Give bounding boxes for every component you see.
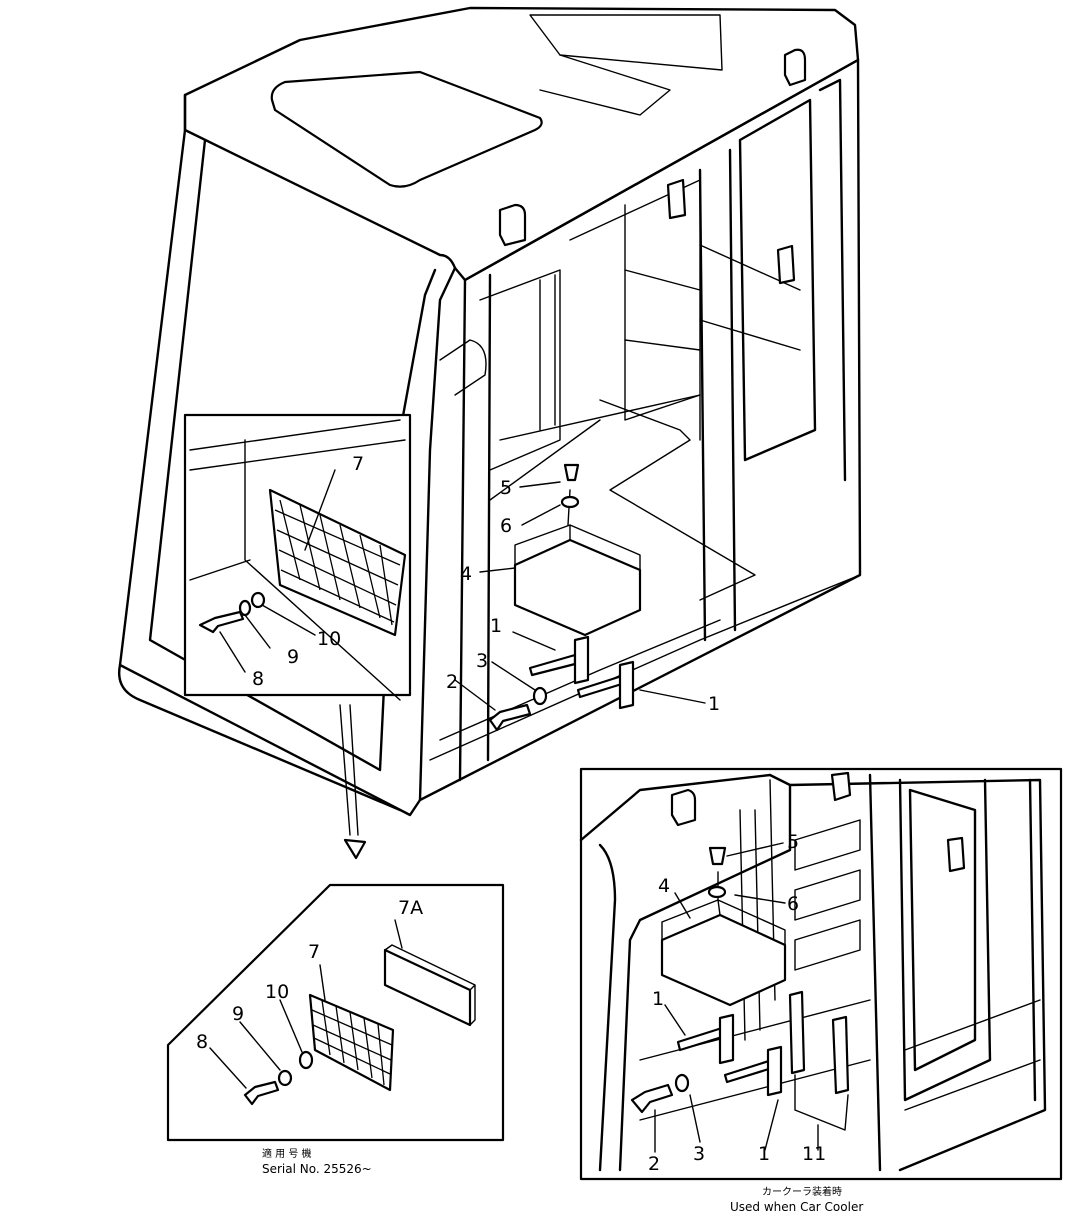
callout-label: 5 [500,477,512,499]
washer-icon [277,1069,293,1087]
detail-net-serial: 7A 7 10 9 8 [166,883,505,1142]
main-callouts: 7 8 9 10 5 6 4 1 3 2 1 [252,453,720,715]
detail-car-cooler: 5 4 6 1 2 3 1 11 [579,767,1063,1181]
callout-label: 1 [758,1143,770,1165]
callout-label: 7 [308,941,320,963]
callout-label: 1 [652,988,664,1010]
bolt-icon [488,703,532,732]
storage-net [268,488,407,637]
bolt-icon [198,610,245,634]
callout-label: 6 [500,515,512,537]
roof-hook [783,48,807,87]
serial-caption-jp: 適 用 号 機 [262,1147,312,1160]
serial-caption-en: Serial No. 25526~ [262,1162,372,1176]
callout-label: 1 [490,615,502,637]
roof-hook [498,203,527,247]
washer-icon [560,495,580,509]
callout-label: 10 [317,628,341,650]
sunroof-panel [270,70,543,188]
detail-inset-net-wall [183,413,412,701]
callout-label: 5 [787,831,799,853]
callout-label: 7 [352,453,364,475]
bolt-icon [630,1083,674,1114]
callout-label: 7A [398,897,423,919]
callout-label: 6 [787,893,799,915]
callout-label: 9 [287,646,299,668]
arrow-down-icon [339,704,367,860]
callout-label: 3 [476,650,488,672]
screw-icon [708,846,727,866]
washer-icon [250,591,266,609]
washer-icon [532,686,548,706]
washer-icon [707,885,727,899]
washer-icon [238,599,252,617]
cooler-caption-jp: カークーラ装着時 [762,1185,842,1198]
tray-box [513,538,642,637]
callout-label: 2 [648,1153,660,1175]
washer-icon [298,1050,314,1070]
callout-label: 9 [232,1003,244,1025]
callout-label: 11 [802,1143,826,1165]
callout-label: 3 [693,1143,705,1165]
tray-assembly [454,463,706,732]
bolt-icon [243,1080,280,1106]
callout-label: 8 [196,1031,208,1053]
callout-label: 4 [658,875,670,897]
cab-body [118,6,862,817]
callout-label: 2 [446,671,458,693]
callout-label: 10 [265,981,289,1003]
washer-icon [674,1073,690,1093]
callout-label: 1 [708,693,720,715]
screw-icon [563,463,580,482]
cooler-caption-en: Used when Car Cooler [730,1200,863,1214]
callout-label: 8 [252,668,264,690]
callout-label: 4 [460,563,472,585]
